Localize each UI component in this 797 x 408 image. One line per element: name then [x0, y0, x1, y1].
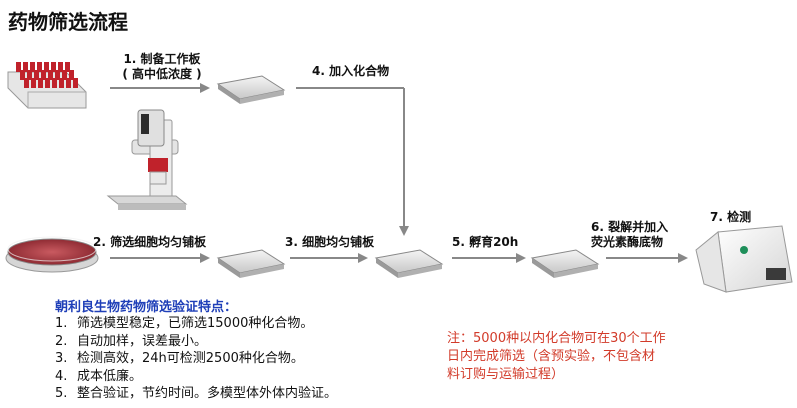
- step-2-label: 2. 筛选细胞均匀铺板: [93, 235, 207, 249]
- step-7-label: 7. 检测: [710, 210, 752, 224]
- list-item: 2. 自动加样，误差最小。: [55, 333, 337, 351]
- list-item-text: 整合验证，节约时间。多模型体外体内验证。: [77, 386, 338, 401]
- list-item-text: 检测高效，24h可检测2500种化合物。: [77, 351, 304, 366]
- list-item: 4. 成本低廉。: [55, 368, 337, 386]
- petri-dish-icon: [5, 236, 99, 273]
- note-line: 日内完成筛选（含预实验，不包含材: [447, 349, 656, 364]
- step-1-subtitle: ( 高中低浓度 ): [122, 67, 202, 81]
- step-1-title: 1. 制备工作板: [123, 52, 201, 66]
- list-item: 5. 整合验证，节约时间。多模型体外体内验证。: [55, 385, 337, 403]
- list-item-number: 5.: [55, 386, 68, 401]
- pipetting-robot-icon: [106, 109, 188, 210]
- microplate-icon: [216, 75, 286, 104]
- step-5-label: 5. 孵育20h: [452, 235, 519, 249]
- microplate-icon: [216, 249, 286, 278]
- list-item-text: 成本低廉。: [77, 368, 143, 384]
- list-item: 3. 检测高效，24h可检测2500种化合物。: [55, 350, 337, 368]
- step-6-label: 6. 裂解并加入 荧光素酶底物: [591, 220, 668, 250]
- features-heading: 朝利良生物药物筛选验证特点：: [55, 300, 238, 315]
- step-3-label: 3. 细胞均匀铺板: [285, 235, 375, 249]
- note-line: 料订购与运输过程）: [447, 367, 565, 382]
- step-4-label: 4. 加入化合物: [312, 64, 390, 78]
- arrow: [110, 83, 688, 263]
- page-title: 药物筛选流程: [8, 10, 128, 34]
- list-item-number: 3.: [55, 351, 68, 366]
- features-list: 1. 筛选模型稳定，已筛选15000种化合物。 2. 自动加样，误差最小。 3. 检测…: [55, 315, 337, 403]
- list-item-number: 2.: [55, 333, 68, 349]
- note-text: 注：5000种以内化合物可在30个工作 日内完成筛选（含预实验，不包含材 料订购…: [447, 330, 739, 384]
- tube-rack-icon: [7, 62, 87, 109]
- microplate-icon: [530, 249, 600, 278]
- list-item: 1. 筛选模型稳定，已筛选15000种化合物。: [55, 315, 337, 333]
- list-item-number: 4.: [55, 368, 68, 384]
- step-1-label: 1. 制备工作板 ( 高中低浓度 ): [112, 52, 212, 82]
- list-item-text: 自动加样，误差最小。: [77, 333, 208, 349]
- list-item-text: 筛选模型稳定，已筛选15000种化合物。: [77, 316, 314, 331]
- plate-reader-icon: [695, 225, 793, 293]
- microplate-icon: [374, 249, 444, 278]
- step-6-subtitle: 荧光素酶底物: [591, 235, 664, 249]
- step-6-title: 6. 裂解并加入: [591, 220, 669, 234]
- list-item-number: 1.: [55, 316, 68, 331]
- note-line: 注：5000种以内化合物可在30个工作: [447, 331, 666, 346]
